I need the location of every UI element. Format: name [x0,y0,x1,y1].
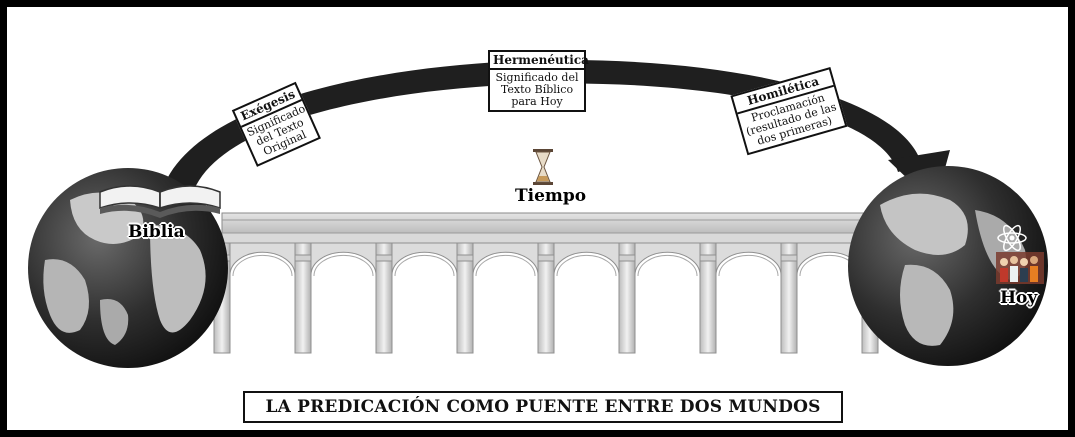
bridge-pillar [699,242,717,354]
atom-icon [997,224,1027,252]
label-biblia: Biblia [128,222,185,242]
globe-right [848,166,1048,366]
bridge-arch [634,242,701,276]
bridge-arch-inner [313,254,374,277]
bridge-arch [229,242,296,276]
bridge-arch-inner [232,254,293,277]
label-hoy: Hoy [1000,288,1038,308]
bridge-pillar [780,242,798,354]
bridge-arch-inner [475,254,536,277]
bridge-pillar [375,242,393,354]
bridge-pillar [294,242,312,354]
people-icon [996,252,1044,284]
label-hermeneutica-line: para Hoy [511,95,563,108]
bridge-arch-inner [556,254,617,277]
bridge-arch-inner [637,254,698,277]
bridge-arch [310,242,377,276]
hourglass-icon [533,149,553,185]
caption: LA PREDICACIÓN COMO PUENTE ENTRE DOS MUN… [243,391,843,423]
label-hermeneutica-line: Significado del [495,71,579,84]
bridge-arch [715,242,782,276]
bridge-pillar [618,242,636,354]
bridge-arch [391,242,458,276]
label-hermeneutica-line: Texto Bíblico [500,83,574,96]
bridge-arch-inner [718,254,779,277]
bridge-pillar [537,242,555,354]
bridge-arch-inner [394,254,455,277]
label-hermeneutica-body: Significado del Texto Bíblico para Hoy [490,70,584,110]
label-hermeneutica-title: Hermenéutica [490,52,589,70]
book-icon [99,185,221,218]
label-tiempo: Tiempo [515,186,587,206]
bridge [210,212,882,354]
bridge-arch [553,242,620,276]
bridge-pillar [456,242,474,354]
label-hermeneutica: Hermenéutica Significado del Texto Bíbli… [488,50,589,112]
bridge-arch [472,242,539,276]
